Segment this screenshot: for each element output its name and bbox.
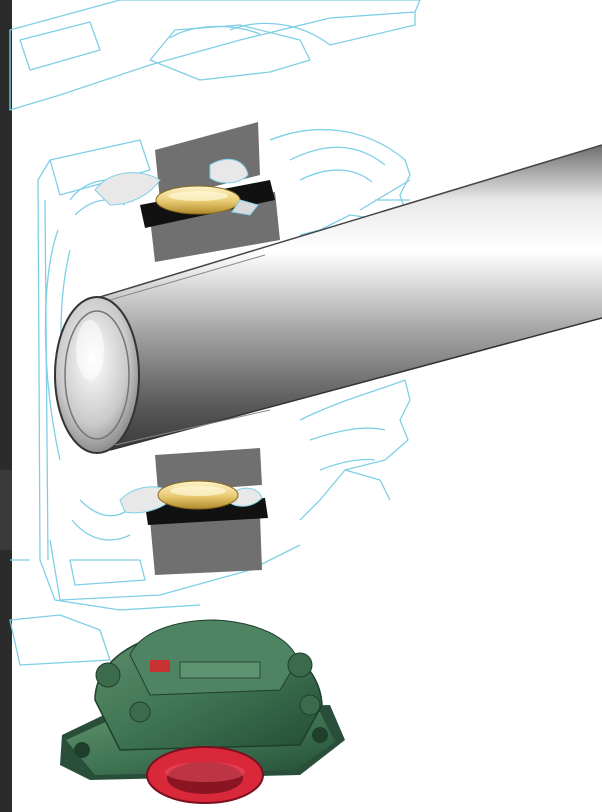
lower-bearing-section xyxy=(119,448,268,575)
left-dark-strip xyxy=(0,0,12,812)
red-seal xyxy=(146,746,264,804)
upper-roller xyxy=(155,185,241,215)
shaft xyxy=(54,144,602,454)
lower-roller xyxy=(157,480,239,510)
upper-bearing-section xyxy=(94,122,280,262)
pillow-block-housing xyxy=(60,619,345,804)
